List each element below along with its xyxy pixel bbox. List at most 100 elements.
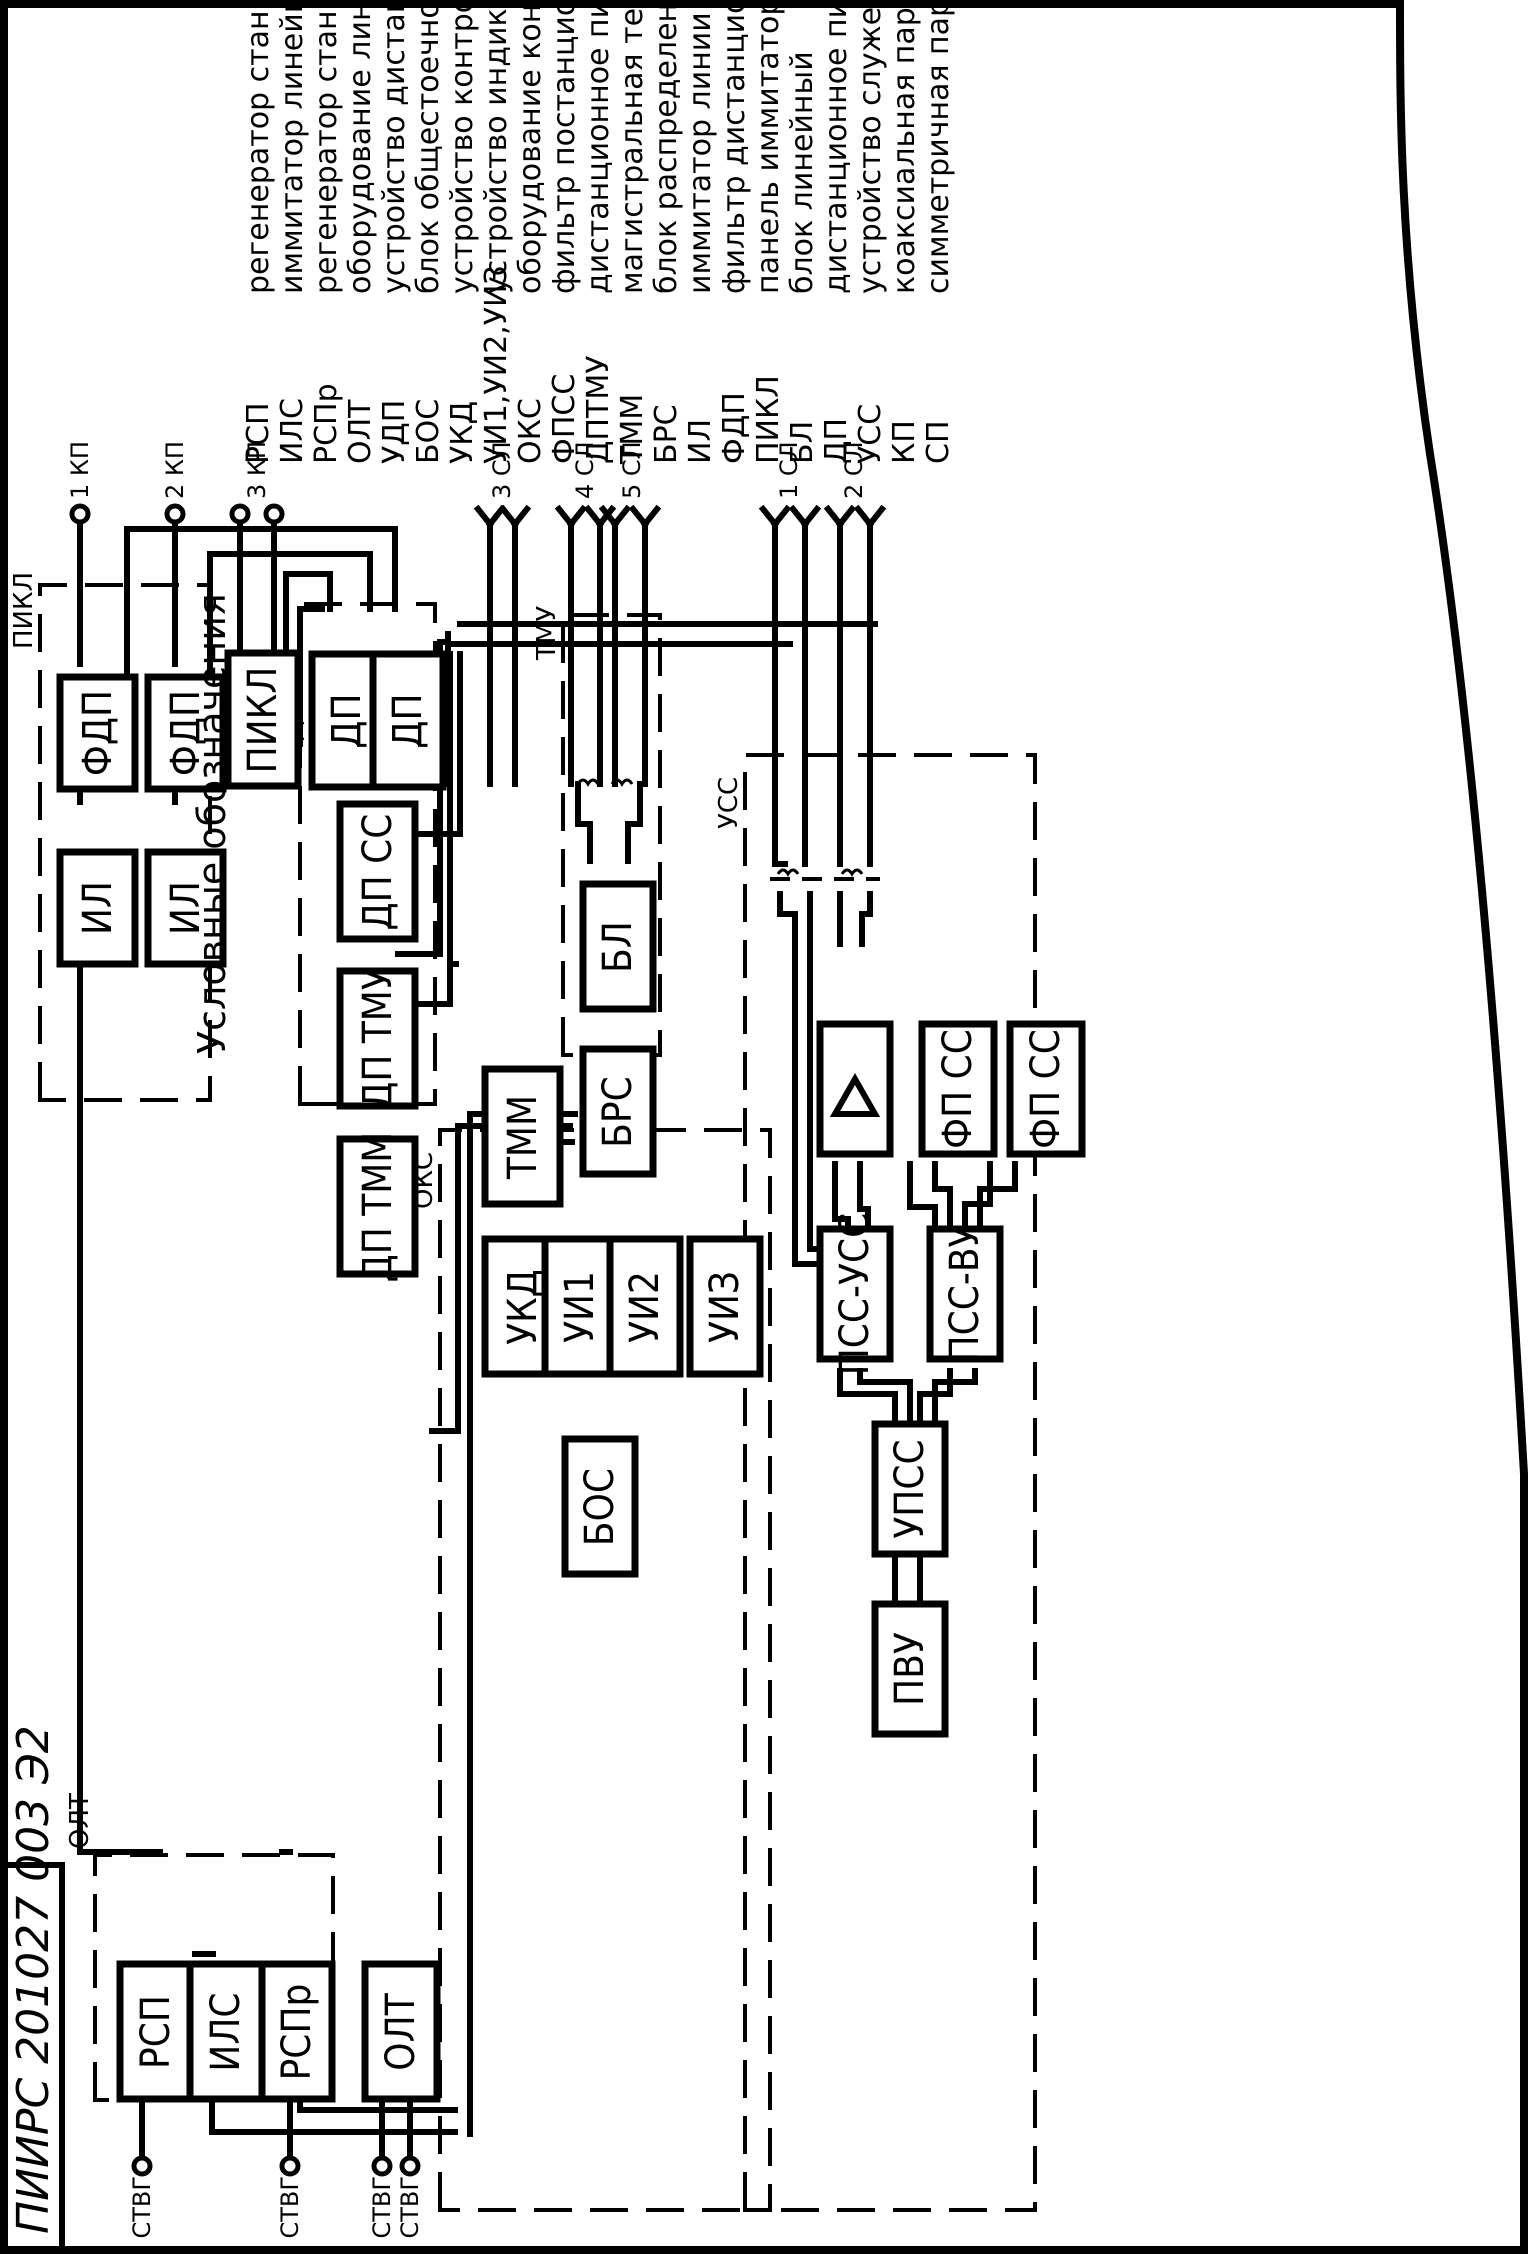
svg-text:2 КП: 2 КП: [161, 441, 189, 499]
svg-text:ОЛТ: ОЛТ: [378, 1992, 424, 2070]
fork-connector-icon: [758, 504, 822, 529]
block-bos: БОС: [561, 1435, 639, 1578]
block-dp-2: ДП: [369, 650, 447, 791]
svg-text:ФП СС: ФП СС: [1023, 1029, 1069, 1149]
svg-text:УКД: УКД: [500, 1269, 546, 1345]
circle-terminal-icon: [371, 2155, 393, 2177]
svg-text:ДП СС: ДП СС: [355, 814, 401, 931]
svg-text:к СТВГ: к СТВГ: [396, 2176, 424, 2254]
block-rsp: РСП: [116, 1960, 196, 2103]
svg-text:РСПр: РСПр: [274, 1984, 320, 2081]
circle-terminal-icon: [164, 503, 186, 525]
legend-description: оборудование линейного тракта: [343, 0, 378, 294]
svg-text:УИ1: УИ1: [557, 1271, 603, 1343]
terminal-kp-1: 1 КП: [66, 441, 94, 525]
legend-abbr: УКД: [445, 401, 480, 464]
svg-text:ПИКЛ: ПИКЛ: [240, 667, 286, 774]
connector-sl-2: 2 СЛ: [823, 441, 887, 529]
block-ils: ИЛС: [186, 1960, 266, 2103]
group-pikl-label: ПИКЛ: [9, 572, 39, 649]
terminal-from-stvg-1: от СТВГ: [128, 2155, 156, 2254]
circle-terminal-icon: [279, 2155, 301, 2177]
terminal-kp-3: 3 КП: [229, 441, 285, 525]
legend-abbr: БРС: [649, 404, 684, 464]
circle-terminal-icon: [263, 503, 285, 525]
block-pss-uss: ПСС-УСС: [816, 1213, 894, 1375]
legend-description: фильтр дистанционного питания: [717, 0, 752, 294]
document-stamp: ПИИРС 201027 003 Э2: [8, 1725, 59, 2234]
block-dp-1: ДП: [308, 650, 386, 791]
svg-text:от СТВГ: от СТВГ: [128, 2176, 156, 2254]
legend-abbr: ОЛТ: [343, 399, 378, 464]
legend-description: коаксиальная пара: [887, 0, 922, 294]
svg-text:2 СЛ: 2 СЛ: [840, 441, 868, 499]
terminal-from-stvg-2: от СТВГ: [368, 2155, 396, 2254]
circle-terminal-icon: [229, 503, 251, 525]
legend-abbr: ФПСС: [547, 374, 582, 464]
block-tmm: ТММ: [481, 1065, 564, 1208]
legend-description: устройство контроля достоверности: [445, 0, 480, 294]
terminal-kp-2: 2 КП: [161, 441, 189, 525]
connector-sl-1: 1 СЛ: [758, 441, 822, 529]
block-pikl: ПИКЛ: [224, 649, 302, 790]
block-bl: БЛ: [579, 880, 657, 1013]
legend-description: дистанционное питание ТМУ: [581, 0, 616, 294]
block-rspr: РСПр: [258, 1960, 336, 2103]
svg-text:ПСС-ВУ: ПСС-ВУ: [942, 1225, 988, 1362]
block-ui2: УИ2: [606, 1235, 684, 1378]
legend-abbr: ТММ: [615, 394, 650, 465]
svg-text:ФП СС: ФП СС: [935, 1029, 981, 1149]
legend-abbr: УСС: [853, 404, 888, 464]
block-ui3: УИЗ: [686, 1235, 764, 1378]
svg-text:ИЛ: ИЛ: [75, 881, 121, 935]
legend-abbr: ИЛ: [683, 419, 718, 464]
legend-abbr: РСП: [241, 402, 276, 464]
block-dp-tmm: ДП ТММ: [336, 1132, 419, 1282]
block-dp-ss: ДП СС: [336, 800, 419, 943]
legend-description: блок линейный: [785, 51, 820, 294]
svg-text:4 СЛ: 4 СЛ: [571, 441, 599, 499]
connector-sl-3: 3 СЛ: [473, 441, 532, 529]
legend-description: блок общестоечной сигнализации: [411, 0, 446, 294]
legend-description: оборудование контроля и сигнализации: [513, 0, 548, 294]
legend-description: магистральная телемеханика: [615, 0, 650, 294]
block-il-2: ИЛ: [144, 848, 227, 968]
svg-text:ДП ТМУ: ДП ТМУ: [355, 968, 401, 1110]
legend-abbr: СП: [921, 420, 956, 464]
group-uss-outline: [743, 753, 1037, 2212]
svg-text:ИЛС: ИЛС: [203, 1992, 249, 2071]
fork-connector-icon: [473, 504, 532, 529]
block-ui1: УИ1: [541, 1235, 619, 1378]
block-il-1: ИЛ: [56, 848, 139, 968]
legend-description: устройство индикации 1, 2, 3: [479, 0, 514, 294]
svg-text:БОС: БОС: [577, 1468, 623, 1546]
legend-description: иммитатор линейного сигнала: [275, 0, 310, 294]
legend-description: фильтр постанционной служебной связи: [547, 0, 582, 294]
triangle-amplifier-icon: [829, 1072, 881, 1117]
svg-text:ДП: ДП: [324, 693, 370, 748]
block-amplifier: [816, 1020, 894, 1158]
transformer-coil-icon: [576, 778, 880, 881]
fork-connector-icon: [823, 504, 887, 529]
svg-text:УИЗ: УИЗ: [702, 1271, 748, 1343]
terminal-to-stvg-1: к СТВГ: [276, 2155, 304, 2254]
block-fdp-1: ФДП: [56, 673, 139, 793]
legend-abbr: ДП: [819, 418, 854, 464]
svg-text:5 СЛ: 5 СЛ: [618, 441, 646, 499]
legend-description: блок распределения сигнала: [649, 0, 684, 294]
block-brs: БРС: [579, 1045, 657, 1178]
fork-connector-icon: [554, 504, 617, 529]
terminal-to-stvg-2: к СТВГ: [396, 2155, 424, 2254]
svg-text:3 КП: 3 КП: [243, 441, 271, 499]
svg-text:БЛ: БЛ: [595, 921, 641, 973]
svg-text:1 СЛ: 1 СЛ: [775, 441, 803, 499]
group-tmu-label: ТМУ: [532, 606, 562, 661]
legend-description: устройство служебной связи: [853, 0, 888, 294]
legend-description: регенератор станционный,передачи: [241, 0, 276, 294]
block-upss: УПСС: [871, 1420, 949, 1558]
legend-abbr: ПИКЛ: [751, 375, 786, 464]
